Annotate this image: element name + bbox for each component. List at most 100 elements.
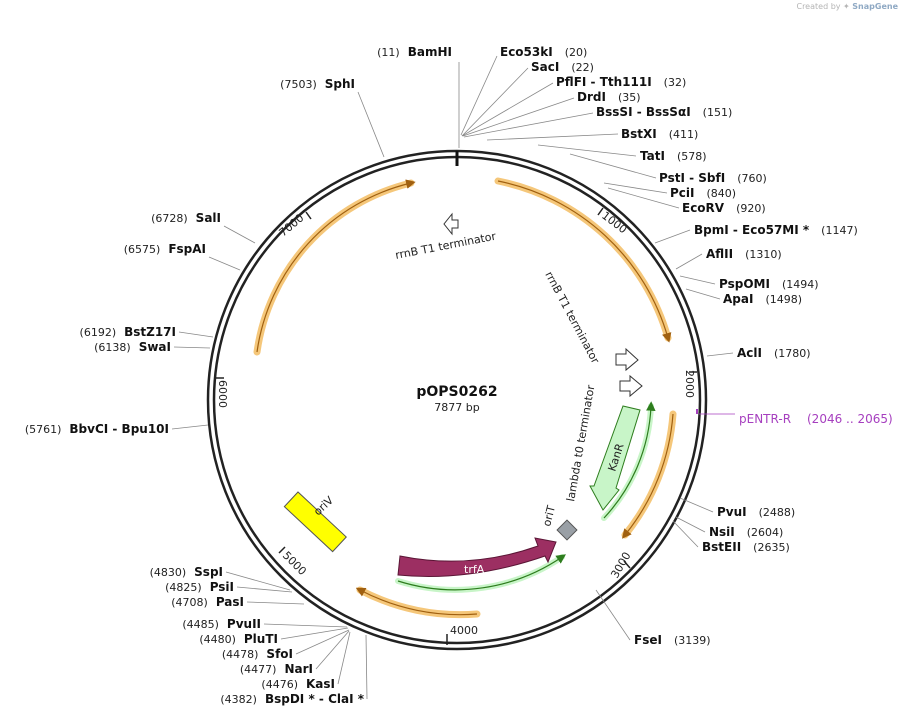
enzyme-pos-sfoi: (4478) bbox=[222, 648, 259, 661]
enzyme-name-sfoi[interactable]: SfoI bbox=[266, 647, 293, 661]
trfa-label: trfA bbox=[464, 563, 485, 576]
enzyme-leader-saci bbox=[461, 67, 529, 137]
enzyme-leader-sali bbox=[223, 225, 256, 244]
enzyme-pos-aflii: (1310) bbox=[745, 248, 782, 261]
enzyme-name-kasi[interactable]: KasI bbox=[306, 677, 335, 691]
enzyme-name-eco53ki[interactable]: Eco53kI bbox=[500, 45, 553, 59]
enzyme-name-pspomi[interactable]: PspOMI bbox=[719, 277, 770, 291]
enzyme-pos-bspdi-clai: (4382) bbox=[220, 693, 257, 706]
enzyme-name-nari[interactable]: NarI bbox=[284, 662, 313, 676]
enzyme-leader-bsssi-bsss-i bbox=[463, 112, 594, 138]
tick-6000: 6000 bbox=[216, 380, 229, 408]
enzyme-name-bspdi-clai[interactable]: BspDI * - ClaI * bbox=[265, 692, 365, 706]
orf-arrows bbox=[253, 177, 677, 619]
enzyme-pos-pspomi: (1494) bbox=[782, 278, 819, 291]
enzyme-name-pasi[interactable]: PasI bbox=[216, 595, 244, 609]
enzyme-pos-apai: (1498) bbox=[765, 293, 802, 306]
enzyme-pos-ecorv: (920) bbox=[736, 202, 766, 215]
enzyme-name-bamhi[interactable]: BamHI bbox=[408, 45, 452, 59]
enzyme-leader-sfoi bbox=[295, 629, 350, 655]
enzyme-name-ecorv[interactable]: EcoRV bbox=[682, 201, 725, 215]
enzyme-name-pvuii[interactable]: PvuII bbox=[227, 617, 261, 631]
terminator-2-icon bbox=[615, 347, 639, 372]
enzyme-leader-nsii bbox=[675, 516, 706, 533]
orf-arrow-top-right bbox=[494, 177, 672, 342]
primer-range: (2046 .. 2065) bbox=[807, 412, 893, 426]
kanr-feature[interactable] bbox=[589, 405, 641, 511]
terminator-1-label: rrnB T1 terminator bbox=[394, 230, 497, 262]
enzyme-name-saci[interactable]: SacI bbox=[531, 60, 559, 74]
enzyme-name-bsteii[interactable]: BstEII bbox=[702, 540, 741, 554]
enzyme-name-nsii[interactable]: NsiI bbox=[709, 525, 735, 539]
plasmid-name: pOPS0262 bbox=[416, 384, 497, 400]
enzyme-name-pcii[interactable]: PciI bbox=[670, 186, 695, 200]
snapgene-logo-icon: ✦ bbox=[843, 2, 850, 11]
enzyme-leader-pflfi-tth111i bbox=[461, 82, 554, 137]
orit-label: oriT bbox=[540, 504, 558, 528]
enzyme-name-swai[interactable]: SwaI bbox=[139, 340, 171, 354]
enzyme-sites: BamHI(11)Eco53kI(20)SacI(22)PflFI - Tth1… bbox=[25, 45, 858, 706]
enzyme-name-fsei[interactable]: FseI bbox=[634, 633, 662, 647]
enzyme-name-sali[interactable]: SalI bbox=[196, 211, 221, 225]
enzyme-name-bbvci-bpu10i[interactable]: BbvCI - Bpu10I bbox=[69, 422, 169, 436]
enzyme-leader-sphi bbox=[357, 91, 385, 158]
enzyme-name-pvui[interactable]: PvuI bbox=[717, 505, 747, 519]
enzyme-pos-pluti: (4480) bbox=[199, 633, 236, 646]
enzyme-name-bstz17i[interactable]: BstZ17I bbox=[124, 325, 176, 339]
enzyme-leader-drdi bbox=[462, 97, 575, 137]
plasmid-size: 7877 bp bbox=[434, 401, 479, 414]
enzyme-name-bstxi[interactable]: BstXI bbox=[621, 127, 657, 141]
oriv-feature[interactable] bbox=[283, 491, 347, 553]
enzyme-leader-pspomi bbox=[679, 275, 716, 285]
tick-4000: 4000 bbox=[450, 624, 478, 637]
enzyme-name-sphi[interactable]: SphI bbox=[325, 77, 355, 91]
terminator-3-icon bbox=[619, 374, 643, 398]
enzyme-leader-pvui bbox=[679, 497, 714, 513]
enzyme-pos-bbvci-bpu10i: (5761) bbox=[25, 423, 62, 436]
enzyme-leader-pasi bbox=[246, 601, 305, 605]
enzyme-leader-pvuii bbox=[263, 623, 348, 628]
orit-feature[interactable] bbox=[556, 519, 578, 541]
enzyme-leader-bstxi bbox=[486, 133, 619, 141]
enzyme-pos-pvui: (2488) bbox=[759, 506, 796, 519]
enzyme-name-pluti[interactable]: PluTI bbox=[244, 632, 278, 646]
enzyme-name-bsssi-bsss-i[interactable]: BssSI - BssSαI bbox=[596, 105, 691, 119]
enzyme-name-sspi[interactable]: SspI bbox=[194, 565, 223, 579]
enzyme-leader-bpmi-eco57mi bbox=[654, 229, 691, 244]
enzyme-pos-sphi: (7503) bbox=[280, 78, 317, 91]
enzyme-pos-bstxi: (411) bbox=[669, 128, 699, 141]
tick-5000: 5000 bbox=[280, 549, 309, 578]
enzyme-name-bpmi-eco57mi[interactable]: BpmI - Eco57MI * bbox=[694, 223, 810, 237]
enzyme-leader-psti-sbfi bbox=[569, 153, 657, 179]
enzyme-pos-swai: (6138) bbox=[94, 341, 131, 354]
orf-arrow-top-left bbox=[253, 179, 415, 356]
enzyme-pos-psii: (4825) bbox=[165, 581, 202, 594]
enzyme-pos-bstz17i: (6192) bbox=[80, 326, 117, 339]
enzyme-name-pflfi-tth111i[interactable]: PflFI - Tth111I bbox=[556, 75, 652, 89]
enzyme-name-drdi[interactable]: DrdI bbox=[577, 90, 606, 104]
tick-2000: 2000 bbox=[683, 370, 696, 398]
enzyme-pos-pasi: (4708) bbox=[171, 596, 208, 609]
enzyme-name-tati[interactable]: TatI bbox=[640, 149, 665, 163]
enzyme-pos-pcii: (840) bbox=[707, 187, 737, 200]
tick-3000: 3000 bbox=[608, 550, 633, 581]
green-arrows bbox=[395, 401, 656, 593]
enzyme-leader-fsei bbox=[595, 589, 631, 641]
enzyme-name-psti-sbfi[interactable]: PstI - SbfI bbox=[659, 171, 725, 185]
enzyme-pos-fspai: (6575) bbox=[124, 243, 161, 256]
enzyme-pos-pvuii: (4485) bbox=[182, 618, 219, 631]
enzyme-pos-psti-sbfi: (760) bbox=[737, 172, 767, 185]
trfa-feature[interactable] bbox=[397, 537, 557, 577]
enzyme-name-psii[interactable]: PsiI bbox=[210, 580, 234, 594]
enzyme-name-aflii[interactable]: AflII bbox=[706, 247, 733, 261]
enzyme-name-acli[interactable]: AclI bbox=[737, 346, 762, 360]
enzyme-pos-bsssi-bsss-i: (151) bbox=[703, 106, 733, 119]
enzyme-name-apai[interactable]: ApaI bbox=[723, 292, 753, 306]
enzyme-leader-aflii bbox=[675, 253, 703, 270]
enzyme-leader-bsteii bbox=[672, 520, 699, 548]
credit-brand: SnapGene bbox=[852, 2, 898, 11]
enzyme-name-fspai[interactable]: FspAI bbox=[168, 242, 206, 256]
enzyme-pos-acli: (1780) bbox=[774, 347, 811, 360]
credit-prefix: Created by bbox=[796, 2, 841, 11]
